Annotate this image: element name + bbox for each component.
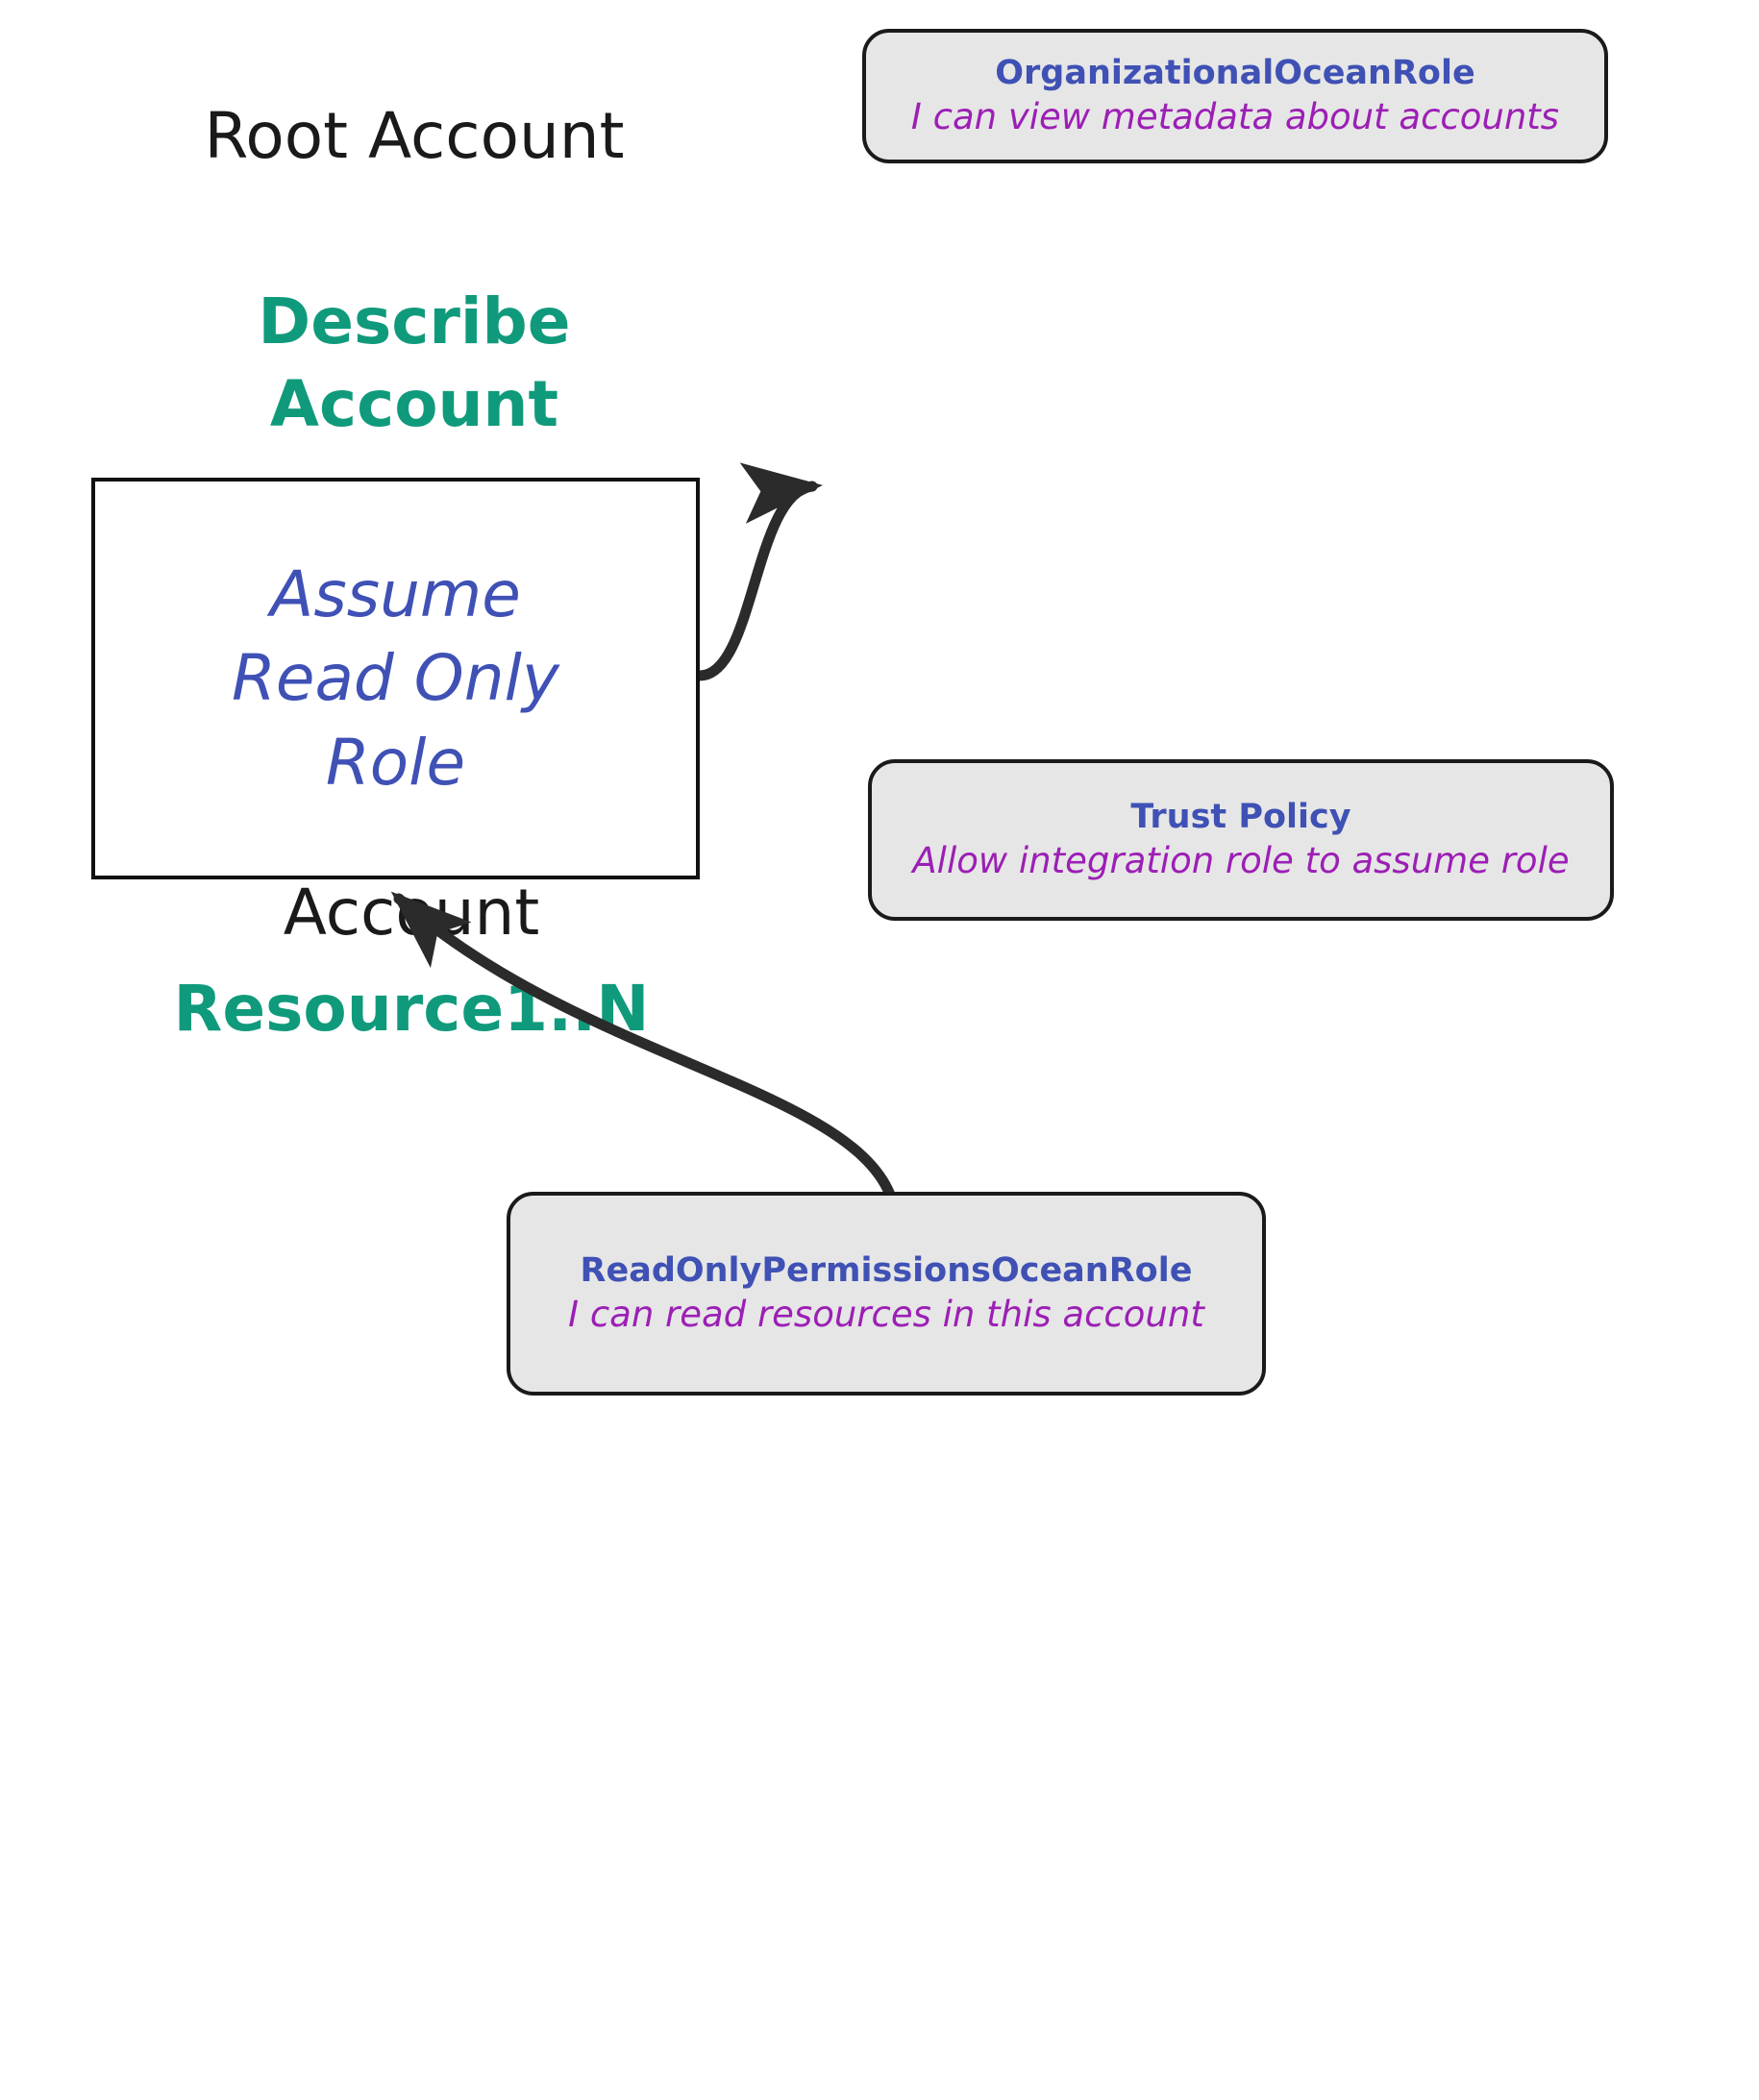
root-account-title: Root Account — [204, 99, 625, 173]
root-account-action-line-1: Describe — [258, 284, 571, 359]
organizational-role-note-title: OrganizationalOceanRole — [995, 53, 1475, 92]
integration-account-title-line-2: Account — [283, 876, 540, 951]
integration-account-resources: Resource1..N — [173, 971, 650, 1046]
readonly-permissions-role-note-description: I can read resources in this account — [568, 1294, 1204, 1336]
root-account-action-block: Describe Account — [0, 281, 829, 446]
readonly-permissions-role-note[interactable]: ReadOnlyPermissionsOceanRole I can read … — [507, 1192, 1266, 1396]
readonly-permissions-role-note-title: ReadOnlyPermissionsOceanRole — [580, 1250, 1193, 1290]
organizational-role-note[interactable]: OrganizationalOceanRole I can view metad… — [862, 29, 1608, 163]
root-account-node[interactable]: Root Account Describe Account — [0, 96, 829, 692]
trust-policy-note-description: Allow integration role to assume role — [912, 840, 1570, 882]
root-account-action-line-2: Account — [269, 367, 559, 442]
organizational-role-note-description: I can view metadata about accounts — [910, 96, 1560, 138]
assume-role-line-3: Role — [325, 725, 466, 800]
trust-policy-note[interactable]: Trust Policy Allow integration role to a… — [868, 759, 1614, 921]
trust-policy-note-title: Trust Policy — [1130, 797, 1351, 836]
assume-role-line-2: Read Only — [232, 641, 559, 716]
assume-role-line-1: Assume — [270, 557, 521, 632]
assume-read-only-role-node[interactable]: Assume Read Only Role — [91, 478, 700, 879]
